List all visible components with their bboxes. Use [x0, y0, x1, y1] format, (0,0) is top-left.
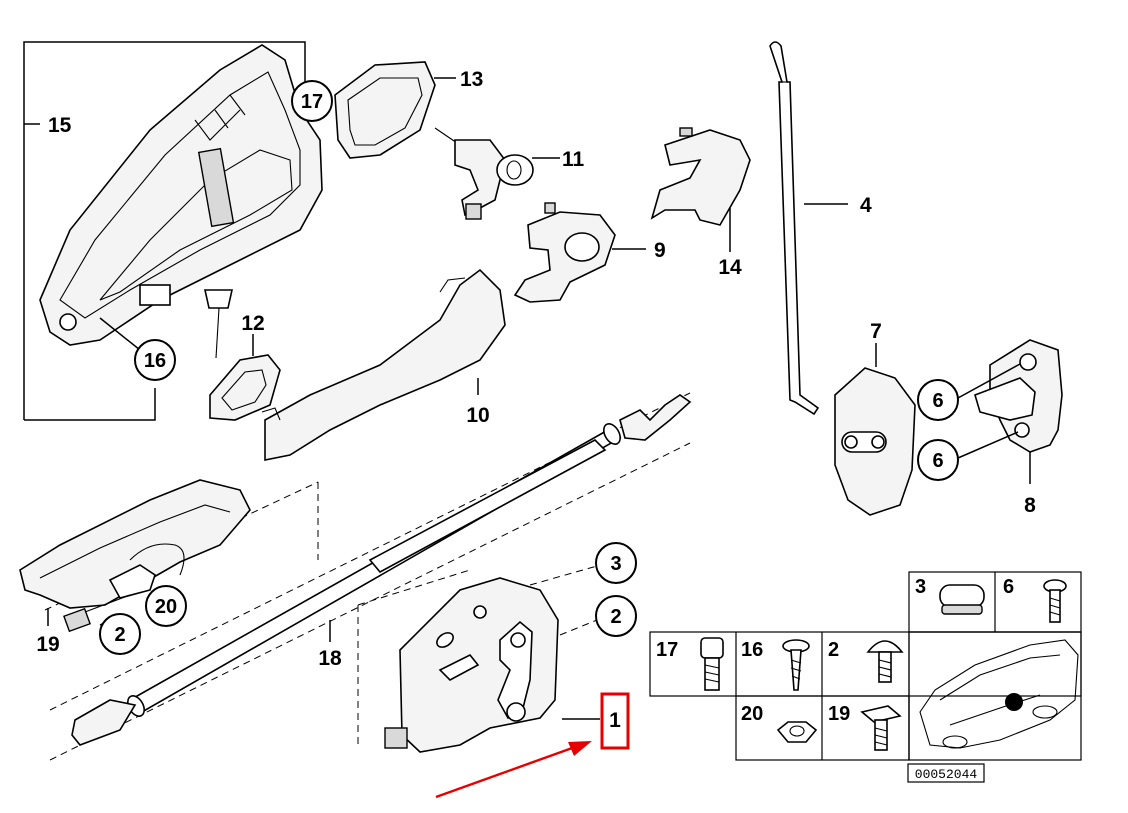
part-11-lock-cylinder — [434, 127, 534, 220]
label-8: 8 — [1024, 494, 1036, 517]
label-16: 16 — [144, 350, 166, 372]
part-7-striker-plate — [834, 367, 916, 516]
callout-6b-circle — [917, 439, 959, 481]
drawing-number-box — [907, 763, 985, 783]
carrier-body — [39, 44, 323, 346]
table-label-2: 2 — [828, 639, 839, 661]
part-14-cap — [650, 127, 751, 226]
part-9-cover — [513, 202, 616, 303]
label-11: 11 — [562, 148, 585, 171]
callout-6a-circle — [917, 379, 959, 421]
label-19: 2 — [114, 624, 125, 646]
table-part-screw-16 — [782, 639, 810, 691]
label-5: 18 — [318, 647, 342, 670]
part-1-door-lock — [357, 569, 559, 753]
label-15: 15 — [48, 114, 72, 137]
label-2: 2 — [610, 606, 621, 628]
bracket-15 — [23, 41, 306, 420]
label-20: 20 — [155, 596, 177, 618]
table-part-bolt-6 — [1043, 579, 1067, 623]
label-13: 13 — [460, 68, 483, 91]
highlight-box-1 — [600, 692, 630, 750]
label-1: 1 — [609, 709, 621, 732]
callout-2-circle — [595, 595, 637, 637]
label-14: 14 — [718, 256, 742, 279]
drawing-number: 00052044 — [915, 767, 978, 782]
car-location-illustration — [919, 639, 1079, 749]
table-label-17: 17 — [656, 639, 678, 661]
label-3: 3 — [610, 553, 621, 575]
location-dot — [1005, 693, 1023, 711]
part-12-gasket — [209, 354, 281, 421]
part-18-cable-bracket — [19, 479, 251, 633]
table-part-plug — [939, 584, 985, 615]
label-9: 9 — [654, 239, 666, 262]
part-13-gasket — [334, 61, 436, 159]
red-arrow-pointer — [435, 741, 592, 799]
label-6b: 6 — [932, 450, 943, 472]
part-5-cable — [49, 392, 692, 761]
label-12: 12 — [241, 312, 264, 335]
callout-17-circle — [291, 80, 333, 122]
table-part-bolt-17 — [700, 637, 724, 691]
table-label-3: 3 — [915, 576, 926, 598]
label-7: 7 — [870, 320, 882, 343]
callout-20-circle — [145, 585, 187, 627]
callout-16-circle — [134, 339, 176, 381]
table-label-6: 6 — [1003, 576, 1014, 598]
label-6a: 6 — [932, 390, 943, 412]
label-4: 4 — [860, 194, 872, 217]
hardware-table — [649, 571, 1082, 761]
part-8-striker — [974, 339, 1063, 453]
callout-3-circle — [595, 542, 637, 584]
part-4-rod — [769, 41, 820, 416]
bracket-15-bottom — [24, 388, 156, 421]
table-part-bolt-19 — [860, 705, 902, 751]
table-label-16: 16 — [741, 639, 763, 661]
part-15-handle-carrier — [23, 41, 323, 421]
table-label-20: 20 — [741, 703, 763, 725]
label-18: 19 — [36, 633, 59, 656]
table-part-nut — [776, 721, 818, 743]
table-part-screw-2 — [866, 640, 904, 683]
callout-19-circle — [99, 613, 141, 655]
label-10: 10 — [466, 404, 489, 427]
part-10-door-handle — [261, 268, 506, 461]
label-17: 17 — [301, 91, 323, 113]
table-label-19: 19 — [828, 703, 850, 725]
